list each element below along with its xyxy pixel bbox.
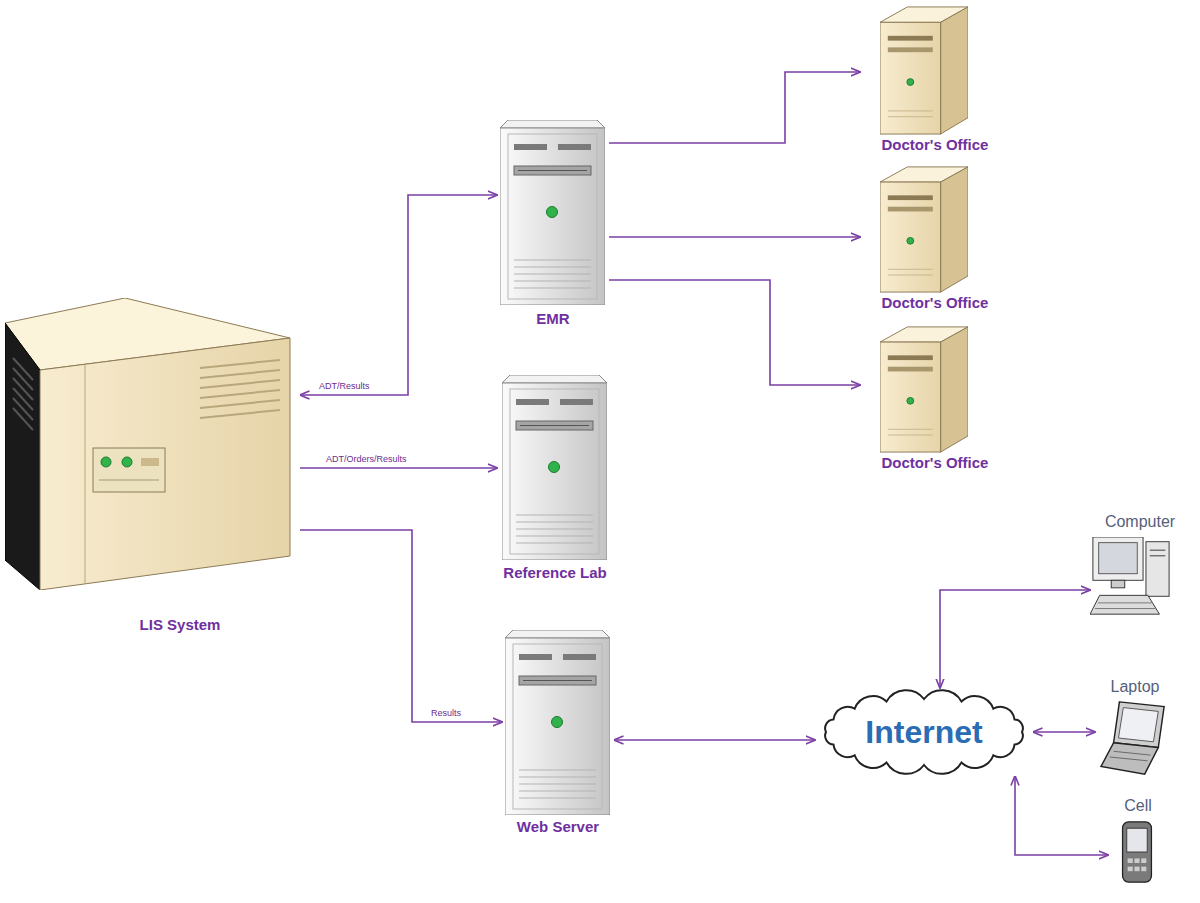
desktop-computer-icon xyxy=(1090,537,1169,614)
office-computer-icon xyxy=(880,7,968,134)
connector-arrow xyxy=(609,280,860,385)
laptop-node: Laptop xyxy=(1095,678,1175,780)
reference-lab-node: Reference Lab xyxy=(497,372,612,581)
office-computer-icon xyxy=(880,327,968,452)
doctor-office-node: Doctor's Office xyxy=(860,3,1010,153)
web-server-icon xyxy=(505,630,610,815)
cloud-shape xyxy=(825,690,1023,774)
node-label: Doctor's Office xyxy=(882,294,989,311)
connector-arrow xyxy=(300,467,497,469)
connector-arrow xyxy=(300,195,497,395)
reference-lab-server-icon xyxy=(502,375,607,560)
lis-system-node: LIS System xyxy=(0,298,300,633)
emr-server-icon xyxy=(500,120,605,305)
node-label: Web Server xyxy=(517,818,599,835)
node-label: Computer xyxy=(1105,513,1175,531)
doctor-office-node: Doctor's Office xyxy=(860,163,1010,311)
connector-label: Results xyxy=(430,708,462,719)
emr-server-node: EMR xyxy=(497,118,609,327)
computer-node: Computer xyxy=(1090,513,1190,619)
connector-label: ADT/Results xyxy=(318,381,371,392)
connector-arrow xyxy=(1015,776,1108,855)
connector-arrow xyxy=(609,236,860,238)
doctor-office-node: Doctor's Office xyxy=(860,323,1010,471)
connector-label: ADT/Orders/Results xyxy=(325,454,408,465)
connector-arrow xyxy=(1033,731,1095,733)
cell-node: Cell xyxy=(1108,797,1168,887)
node-label: Doctor's Office xyxy=(882,136,989,153)
lis-server-icon xyxy=(5,298,290,590)
connector-arrow xyxy=(940,590,1090,688)
node-label: Cell xyxy=(1124,797,1152,815)
office-computer-icon xyxy=(880,167,968,292)
node-label: LIS System xyxy=(140,616,221,633)
cell-phone-icon xyxy=(1123,822,1152,882)
node-label: EMR xyxy=(536,310,569,327)
internet-cloud: Internet xyxy=(815,688,1033,776)
cloud-label: Internet xyxy=(865,714,982,751)
node-label: Doctor's Office xyxy=(882,454,989,471)
web-server-node: Web Server xyxy=(502,628,614,835)
node-label: Reference Lab xyxy=(503,564,606,581)
connector-arrow xyxy=(614,739,815,741)
connector-arrow xyxy=(609,72,860,143)
connector-arrow xyxy=(300,530,502,722)
laptop-icon xyxy=(1101,702,1164,774)
node-label: Laptop xyxy=(1111,678,1160,696)
